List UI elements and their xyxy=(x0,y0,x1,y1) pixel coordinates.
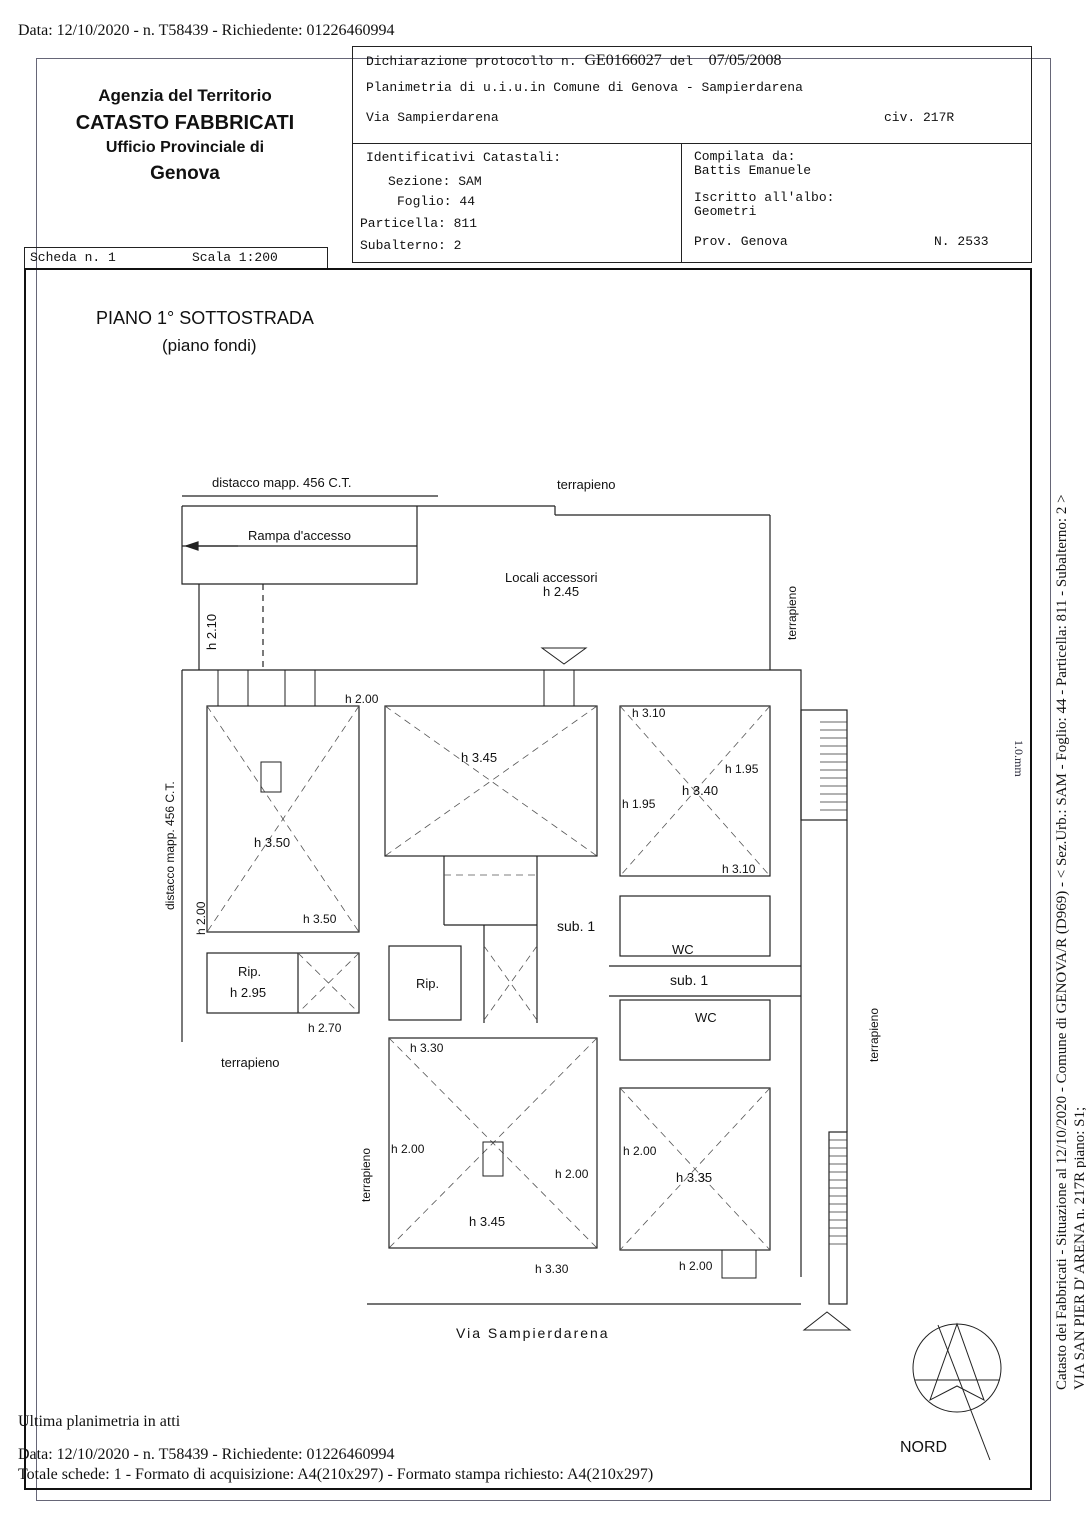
label-h200-f: h 2.00 xyxy=(679,1259,713,1273)
label-street: Via Sampierdarena xyxy=(456,1325,610,1341)
label-h340: h 3.40 xyxy=(682,783,718,798)
side-text-line2: VIA SAN PIER D' ARENA n. 217R piano: S1; xyxy=(1072,1106,1086,1390)
label-h350-b: h 3.50 xyxy=(303,912,337,926)
ultima-planimetria: Ultima planimetria in atti xyxy=(18,1413,181,1430)
label-wc-a: WC xyxy=(672,942,694,957)
label-rip-b: Rip. xyxy=(416,976,439,991)
label-h195-b: h 1.95 xyxy=(622,797,656,811)
north-arrow-icon xyxy=(912,1322,1002,1461)
label-h200-a: h 2.00 xyxy=(345,692,379,706)
label-h245: h 2.45 xyxy=(543,584,579,599)
side-text-line1: Catasto dei Fabbricati - Situazione al 1… xyxy=(1054,494,1070,1390)
label-terrapieno-right-top: terrapieno xyxy=(785,586,799,640)
agency-block: Agenzia del Territorio CATASTO FABBRICAT… xyxy=(40,82,330,185)
label-distacco-left: distacco mapp. 456 C.T. xyxy=(163,781,177,910)
office-label: Ufficio Provinciale di xyxy=(105,139,265,156)
planimetria-line: Planimetria di u.i.u.in Comune di Genova… xyxy=(366,80,803,95)
label-h350-a: h 3.50 xyxy=(254,835,290,850)
label-terrapieno-top: terrapieno xyxy=(557,477,616,492)
label-h200-b: h 2.00 xyxy=(194,901,208,935)
label-h345-top: h 3.45 xyxy=(461,750,497,765)
address-civ: civ. 217R xyxy=(884,110,955,125)
label-h345-bottom: h 3.45 xyxy=(469,1214,505,1229)
footer-request-line: Data: 12/10/2020 - n. T58439 - Richieden… xyxy=(18,1446,395,1463)
label-h200-c: h 2.00 xyxy=(391,1142,425,1156)
foglio: Foglio: 44 xyxy=(397,194,476,209)
compilata-box xyxy=(681,143,1032,263)
ramp-arrow xyxy=(184,541,238,551)
declaration-line: Dichiarazione protocollo n. GE0166027 de… xyxy=(366,52,782,70)
label-h330-a: h 3.30 xyxy=(410,1041,444,1055)
vault-lines xyxy=(206,705,771,1251)
label-nord: NORD xyxy=(900,1439,947,1456)
declaration-date: 07/05/2008 xyxy=(708,52,782,69)
compilata-name: Battis Emanuele xyxy=(694,163,812,178)
label-wc-b: WC xyxy=(695,1010,717,1025)
label-rip-a: Rip. xyxy=(238,964,261,979)
label-h310-a: h 3.10 xyxy=(632,706,666,720)
stair-treads xyxy=(820,721,847,1245)
identificativi-title: Identificativi Catastali: xyxy=(366,150,562,165)
label-sub1-a: sub. 1 xyxy=(557,918,595,934)
label-h195-a: h 1.95 xyxy=(725,762,759,776)
label-locali: Locali accessori xyxy=(505,570,598,585)
address-street: Via Sampierdarena xyxy=(366,110,499,125)
agency-name: Agenzia del Territorio xyxy=(98,86,272,105)
label-h330-b: h 3.30 xyxy=(535,1262,569,1276)
label-terrapieno-left: terrapieno xyxy=(221,1055,280,1070)
label-h270: h 2.70 xyxy=(308,1021,342,1035)
label-h210: h 2.10 xyxy=(204,614,219,650)
label-sub1-b: sub. 1 xyxy=(670,972,708,988)
label-h335: h 3.35 xyxy=(676,1170,712,1185)
particella: Particella: 811 xyxy=(360,216,478,231)
declaration-number: GE0166027 xyxy=(584,52,662,69)
vent-fixtures xyxy=(217,647,852,1331)
albo-value: Geometri xyxy=(694,204,757,219)
label-h310-b: h 3.10 xyxy=(722,862,756,876)
catasto-title: CATASTO FABBRICATI xyxy=(75,112,295,134)
subalterno: Subalterno: 2 xyxy=(360,238,462,253)
prov-value: Prov. Genova xyxy=(694,234,788,249)
scheda-number: Scheda n. 1 xyxy=(30,250,116,265)
albo-number: N. 2533 xyxy=(934,234,989,249)
scale: Scala 1:200 xyxy=(192,250,278,265)
outer-frame xyxy=(36,58,1051,1501)
declaration-label: Dichiarazione protocollo n. xyxy=(366,54,577,69)
label-h295: h 2.95 xyxy=(230,985,266,1000)
label-terrapieno-mid: terrapieno xyxy=(359,1148,373,1202)
label-terrapieno-right: terrapieno xyxy=(867,1008,881,1062)
declaration-del: del xyxy=(669,54,693,69)
label-rampa: Rampa d'accesso xyxy=(248,528,351,543)
footer-format-line: Totale schede: 1 - Formato di acquisizio… xyxy=(18,1466,654,1483)
sezione: Sezione: SAM xyxy=(388,174,482,189)
compilata-label: Compilata da: xyxy=(694,149,796,164)
header-request-line: Data: 12/10/2020 - n. T58439 - Richieden… xyxy=(18,22,395,39)
office-city: Genova xyxy=(150,163,220,184)
iscritto-label: Iscritto all'albo: xyxy=(694,190,835,205)
label-distacco-top: distacco mapp. 456 C.T. xyxy=(212,475,351,490)
drawing-frame xyxy=(24,268,1032,1490)
label-h200-e: h 2.00 xyxy=(623,1144,657,1158)
label-h200-d: h 2.00 xyxy=(555,1167,589,1181)
plan-title: PIANO 1° SOTTOSTRADA xyxy=(96,308,314,328)
plan-walls xyxy=(181,495,848,1305)
stamp-mark: 1.0.mm xyxy=(1012,740,1026,777)
plan-subtitle: (piano fondi) xyxy=(162,336,257,355)
